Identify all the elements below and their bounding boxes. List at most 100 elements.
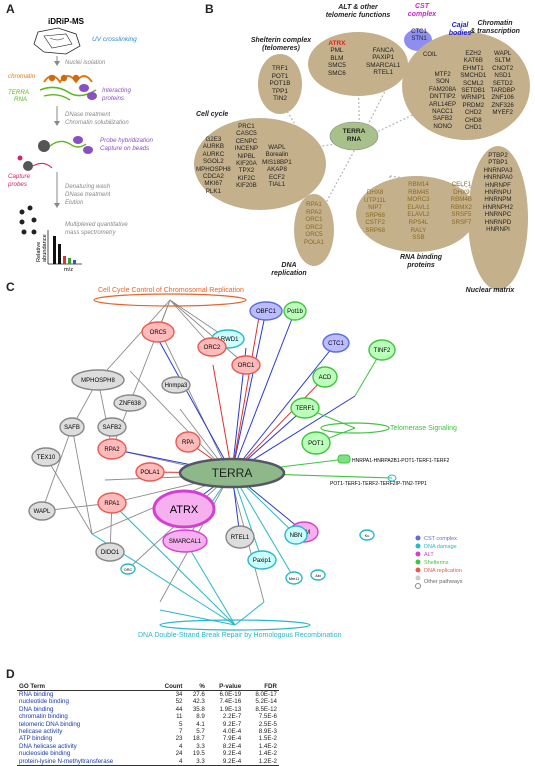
- complex1-node: [337, 454, 351, 464]
- panel-letter-c: C: [6, 280, 15, 294]
- cellcycle-item: Borealin: [265, 151, 289, 159]
- go-value: 8.2E-4: [222, 742, 242, 750]
- matrix-title: Nuclear matrix: [465, 287, 515, 294]
- chromatin-item: ZNF106: [491, 94, 514, 102]
- go-header-count: Count: [154, 683, 185, 691]
- go-term: DNA binding: [19, 705, 54, 713]
- cellcycle-title: Cell cycle: [196, 111, 229, 118]
- node-smarcal1: [162, 529, 208, 553]
- chromatin-item: SLTM: [494, 57, 511, 65]
- rna-items: DHX8 UTP11L NIP7 SRP68 CSTF2 SRP68 RBM14…: [364, 181, 472, 242]
- dna-item: POLA1: [304, 238, 324, 246]
- cellcycle-item: TIAL1: [268, 181, 286, 189]
- node-label-obfc1: OBFC1: [256, 309, 277, 315]
- complex1-label: HNRPA1-HNRPA2B1-POT1-TERF1-TERF2: [352, 458, 450, 464]
- node-rtel1: [225, 525, 255, 549]
- go-value: 1.9E-13: [219, 705, 242, 713]
- node-orc5: [141, 321, 175, 343]
- chromatin-icon: [39, 74, 97, 101]
- pathway-cell-cycle-node: [93, 293, 247, 307]
- cellcycle-item: G2E3: [205, 136, 222, 143]
- alt-title: ALT & other telomeric functions: [325, 4, 391, 19]
- node-ctc1: [322, 333, 350, 353]
- terra-center: TERRA RNA: [342, 128, 366, 143]
- node-znf638: [113, 394, 147, 412]
- go-value: 2.2E-7: [222, 713, 242, 721]
- alt-item: SMARCAL1: [366, 61, 401, 69]
- node-rpa1: [97, 492, 127, 514]
- node-label-rpa1: RPA1: [104, 501, 120, 507]
- go-term: protein-lysine N-methyltransferase: [17, 757, 154, 766]
- go-value: 1.4E-2: [258, 742, 277, 750]
- rna-item: RBM14: [408, 181, 429, 188]
- go-value: 9.2E-4: [222, 750, 242, 758]
- spectrum-plot: [47, 230, 82, 265]
- coil-label: COIL: [422, 52, 437, 58]
- go-value: 9.2E-7: [222, 720, 242, 728]
- legend-other: Other pathways: [424, 579, 463, 585]
- dna-item: ORC2: [305, 223, 323, 231]
- go-value: 27.6: [192, 691, 205, 698]
- node-orc1: [231, 355, 261, 375]
- alt-item: RTEL1: [373, 69, 394, 77]
- step-wash: Denaturing wash: [65, 184, 111, 190]
- pathway-telomerase-label: Telomerase Signaling: [390, 425, 457, 432]
- node-tinf2: [368, 339, 396, 361]
- chromatin-item: WAPL: [494, 50, 512, 57]
- step-probe: Probe hybridization: [100, 137, 154, 144]
- rna-item: RPS4L: [408, 218, 429, 226]
- network-nodes: ORC5LRWD1Pot1bOBFC1CTC1MPHOSPH8ORC2ORC1H…: [28, 301, 396, 585]
- node-rpa2: [97, 438, 127, 460]
- chromatin-col1: MTF2 SON FAM208A DNTTIP2 ARL14EP NACC1 S…: [429, 50, 456, 131]
- node-terf1: [290, 397, 320, 419]
- pathway-cell-cycle-label: Cell Cycle Control of Chromosomal Replic…: [98, 287, 244, 294]
- rna-item: MORC3: [407, 196, 430, 204]
- node-wapl: [28, 501, 56, 521]
- cellcycle-item: KIF20B: [236, 182, 257, 190]
- go-term: helicase activity: [19, 728, 63, 736]
- ms-beads-icon: [19, 205, 37, 235]
- chromatin-item: SMCHD1: [460, 72, 487, 80]
- cellcycle-items: G2E3 AURKB AURKC SGOL2 MPHOSPH8 CDCA2 MK…: [196, 123, 326, 195]
- go-value: 8.0E-17: [255, 691, 277, 698]
- node-tex10: [31, 447, 61, 467]
- node-paxip1: [247, 550, 277, 570]
- cellcycle-item: AURKC: [202, 150, 225, 158]
- rna-item: SRSF7: [451, 218, 472, 226]
- step-dnase2: DNase treatment: [65, 192, 111, 198]
- chromatin-item: KAT6B: [463, 57, 483, 65]
- chromatin-item: TARDBP: [490, 87, 515, 95]
- go-value: 8.9E-3: [258, 728, 277, 736]
- go-value: 3.3: [196, 742, 205, 750]
- node-label-mre11: Mre11: [289, 577, 299, 581]
- node-label-smarcal1: SMARCAL1: [169, 539, 202, 545]
- cell-icon: [33, 27, 81, 55]
- step-nuclei: Nuclei isolation: [65, 60, 106, 66]
- chromatin-col2: WAPL SLTM CNOT2 NSD1 SETD2 TARDBP ZNF106…: [490, 50, 515, 131]
- ellipse-rna-binding: [356, 176, 476, 252]
- go-value: 4.1: [196, 720, 205, 728]
- cellcycle-item: MKI67: [204, 180, 223, 188]
- node-acd: [312, 366, 338, 388]
- go-value: 4: [179, 742, 183, 750]
- node-label-terf1: TERF1: [295, 406, 315, 412]
- node-safb2: [97, 417, 127, 437]
- legend-dna-replication: DNA replication: [424, 568, 462, 574]
- node-orc: [120, 563, 136, 575]
- rna-item: CELF1: [451, 181, 471, 188]
- go-value: 6.0E-19: [219, 691, 242, 698]
- matrix-item: HNRNPI: [486, 226, 510, 234]
- chromatin-col1b: EZH2 KAT6B EHMT1 SMCHD1 SCML2 SETDB1 WRN…: [460, 50, 486, 131]
- rna-item: ELAVL2: [407, 211, 430, 219]
- rna-item: SRP68: [365, 226, 385, 234]
- rna-item: SSB: [412, 234, 425, 242]
- ellipse-dna-replication: [294, 194, 334, 266]
- go-value: 5: [179, 720, 183, 728]
- chromatin-item: ARL14EP: [429, 100, 457, 108]
- go-value: 9.2E-4: [206, 757, 244, 766]
- node-dido1: [95, 542, 125, 562]
